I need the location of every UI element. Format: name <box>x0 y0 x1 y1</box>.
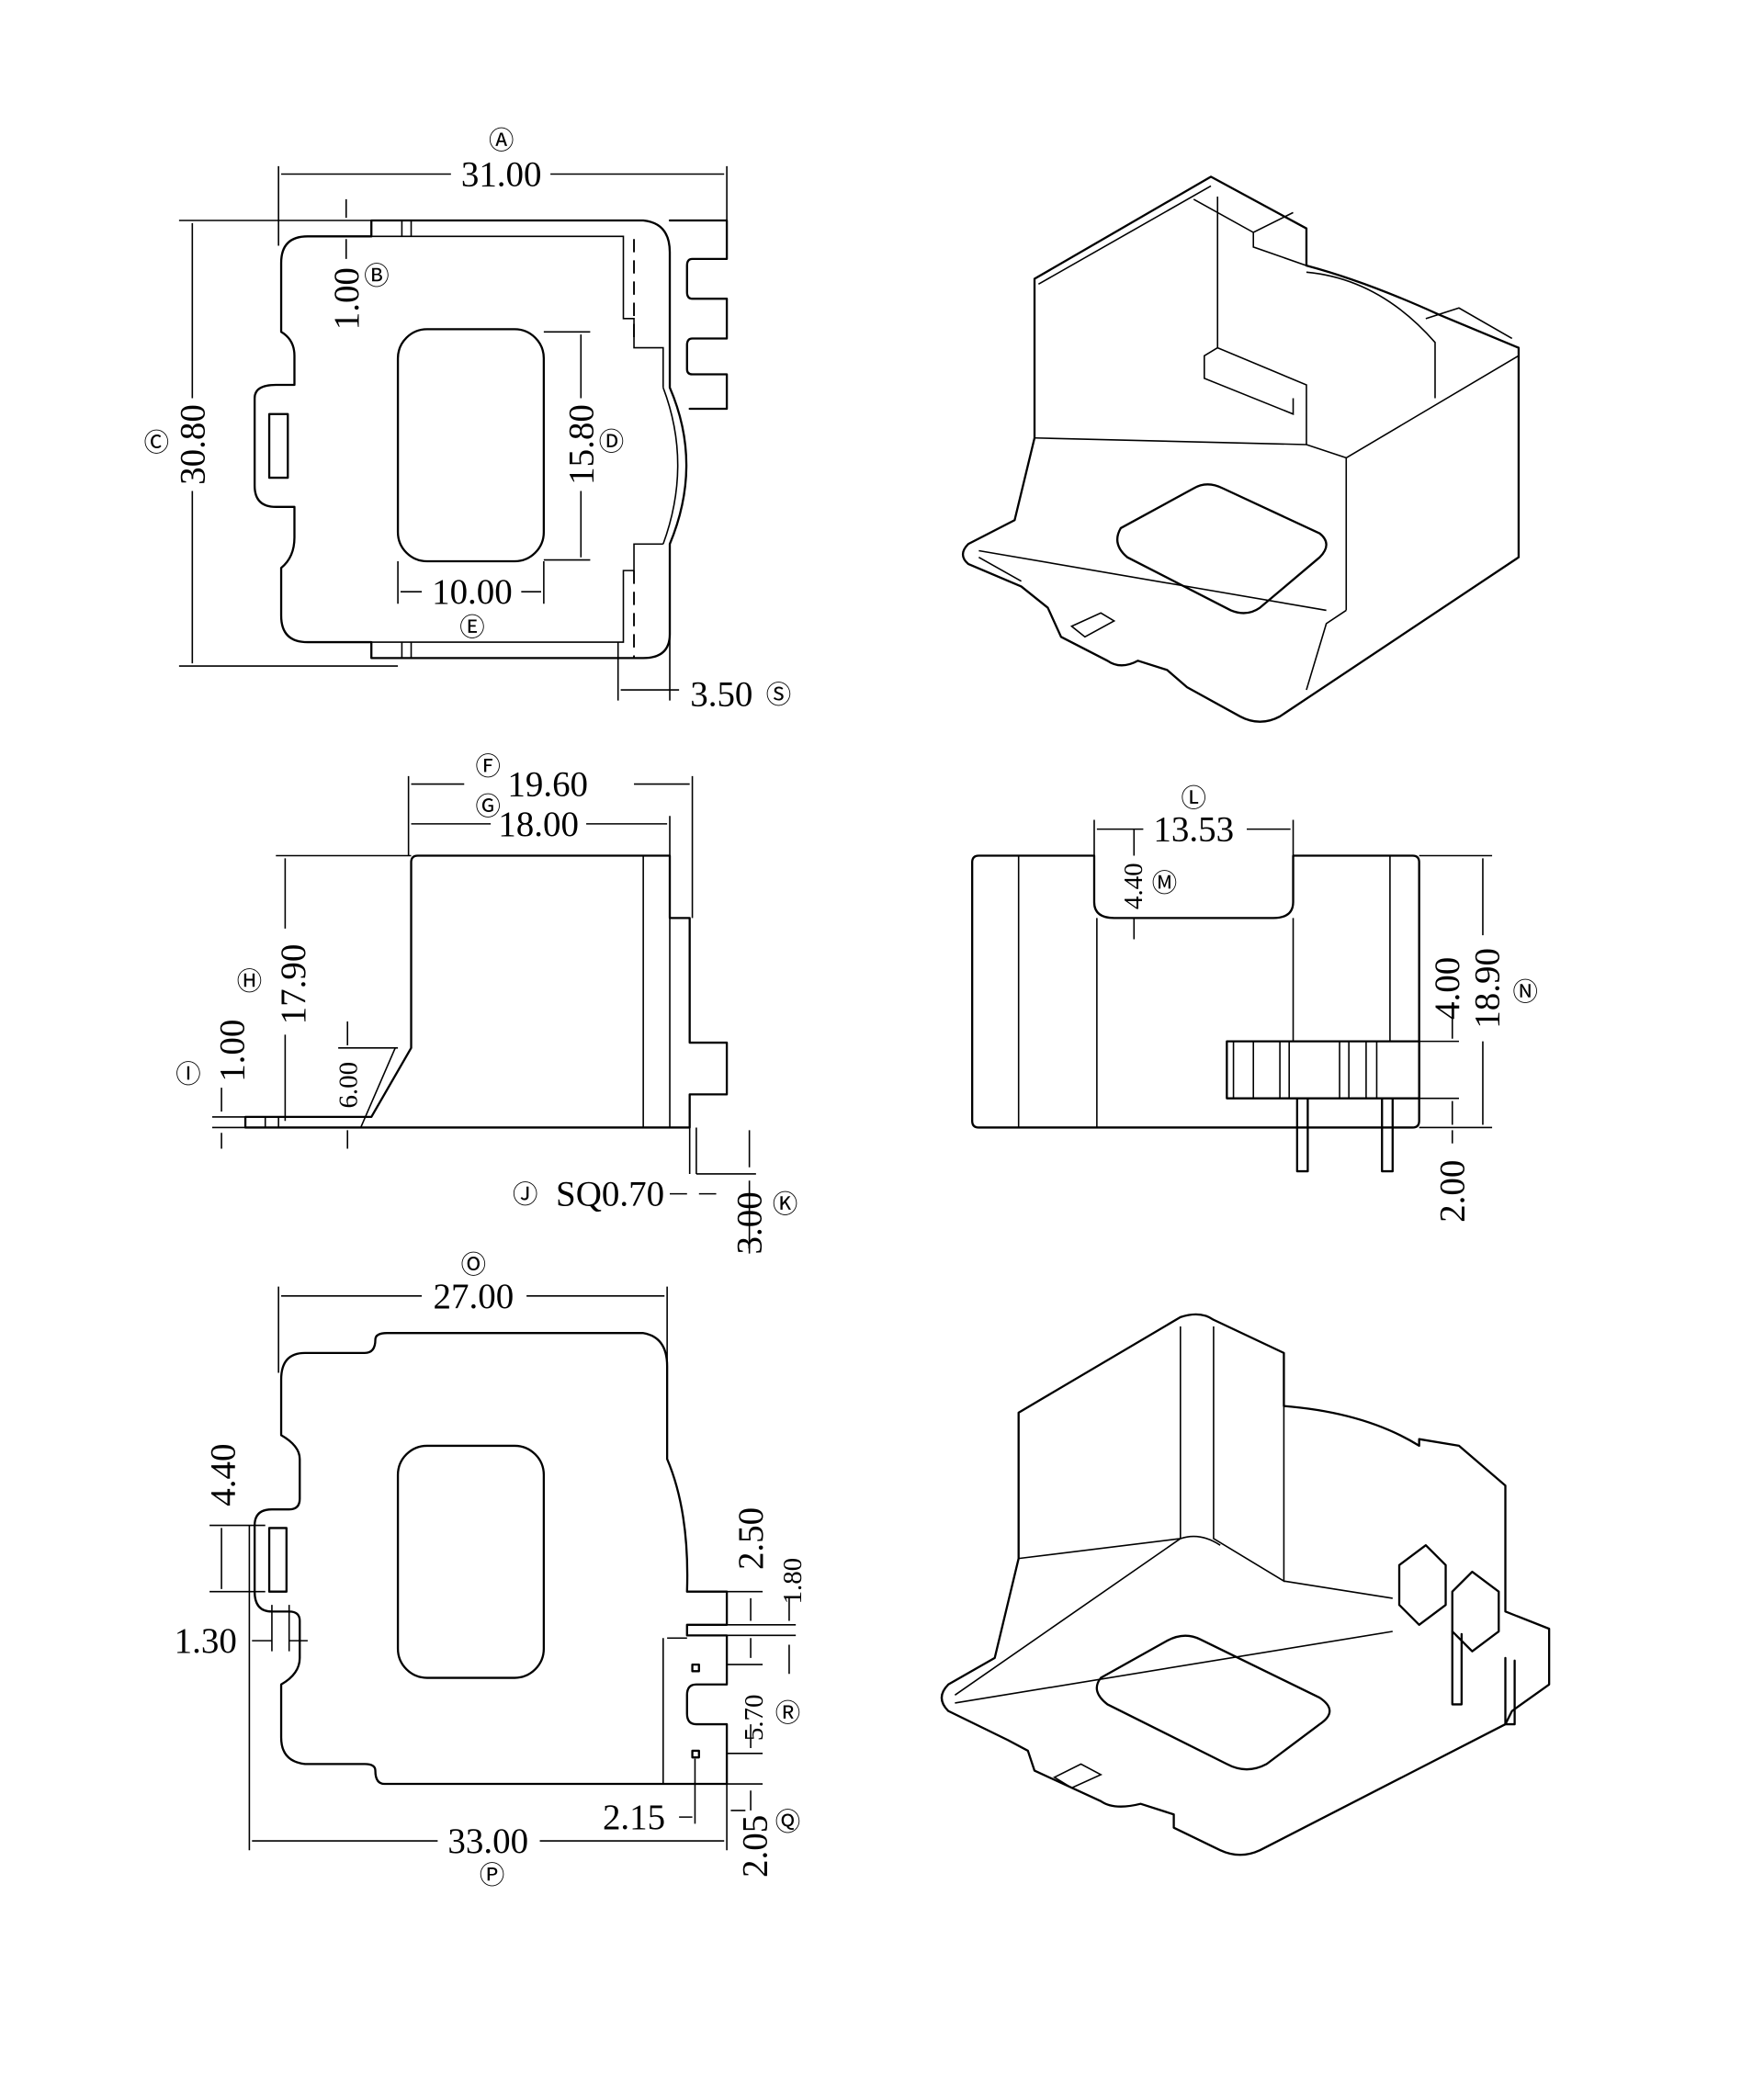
dim-P-value: 33.00 <box>447 1822 528 1861</box>
dim-M-tag: Ⓜ <box>1152 869 1177 897</box>
dim-step-value: 6.00 <box>334 1062 363 1109</box>
dim-O-tag: Ⓞ <box>461 1251 486 1280</box>
dim-S-value: 3.50 <box>690 674 752 714</box>
dim-J-tag: Ⓙ <box>513 1181 537 1210</box>
dim-I-tag: Ⓘ <box>175 1060 200 1089</box>
center-window <box>396 328 546 563</box>
bottom-window <box>396 1444 546 1679</box>
dim-D-value: 15.80 <box>561 404 601 485</box>
iso-bottom-window <box>1095 1634 1331 1771</box>
dim-A-value: 31.00 <box>461 154 542 194</box>
iso-top-outline <box>961 175 1521 723</box>
dim-C-value: 30.80 <box>173 404 212 485</box>
dim-F-tag: Ⓕ <box>476 752 501 781</box>
isometric-bottom-view <box>940 1313 1551 1856</box>
side-view-left: 19.60 Ⓕ 18.00 Ⓖ 17.90 Ⓗ 1.00 Ⓘ 6.00 SQ0.… <box>175 752 797 1254</box>
dim-B-tag: Ⓑ <box>364 262 389 290</box>
bottom-plan-view: 27.00 Ⓞ 4.40 1.30 2.50 1.80 5.70 Ⓡ 2.15 … <box>175 1251 808 1890</box>
dim-H-tag: Ⓗ <box>237 967 262 996</box>
dim-I-value: 1.00 <box>213 1020 253 1082</box>
top-plan-view: 31.00 Ⓐ 30.80 Ⓒ 1.00 Ⓑ 15.80 Ⓓ 10.00 Ⓔ 3… <box>144 127 791 714</box>
pin-square <box>691 1749 700 1759</box>
dim-P-tag: Ⓟ <box>480 1861 504 1890</box>
dim-K-value: 3.00 <box>730 1191 770 1254</box>
side-left-body <box>243 854 729 1129</box>
dim-N-value: 18.90 <box>1467 948 1507 1029</box>
dim-pin-block-value: 4.00 <box>1428 957 1467 1020</box>
dim-tab-width-value: 1.30 <box>175 1621 237 1661</box>
bottom-plate-outline <box>254 1332 729 1786</box>
dim-G-value: 18.00 <box>498 805 579 844</box>
dim-R-value: 5.70 <box>740 1695 769 1742</box>
dim-R-tag: Ⓡ <box>775 1699 800 1728</box>
isometric-top-view <box>961 175 1521 723</box>
dim-K-tag: Ⓚ <box>773 1190 797 1219</box>
dim-E-value: 10.00 <box>432 572 513 612</box>
dim-B-value: 1.00 <box>327 267 367 330</box>
side-view-right: 13.53 Ⓛ 4.40 Ⓜ 18.90 Ⓝ 4.00 2.00 <box>971 784 1538 1223</box>
dim-O-value: 27.00 <box>434 1277 514 1316</box>
dim-G-tag: Ⓖ <box>476 793 501 821</box>
dim-M-value: 4.40 <box>1119 863 1148 909</box>
top-plate-outline <box>254 219 688 660</box>
dim-pin-offset-value: 2.15 <box>603 1798 665 1837</box>
dim-F-value: 19.60 <box>507 765 588 805</box>
dim-N-tag: Ⓝ <box>1512 978 1537 1007</box>
right-comb-tabs <box>668 219 729 411</box>
pin-square <box>691 1663 700 1673</box>
dim-E-tag: Ⓔ <box>459 614 484 642</box>
dim-pin-length-value: 2.00 <box>1433 1160 1473 1223</box>
dim-L-tag: Ⓛ <box>1182 784 1206 813</box>
dim-A-tag: Ⓐ <box>489 127 514 155</box>
slot <box>267 1527 288 1593</box>
dim-C-tag: Ⓒ <box>144 429 169 457</box>
dim-H-value: 17.90 <box>274 944 313 1025</box>
iso-window <box>1115 483 1328 615</box>
side-right-body <box>971 854 1420 1129</box>
dim-pin-a-value: 2.50 <box>731 1507 771 1570</box>
iso-bottom-outline <box>940 1313 1551 1856</box>
dim-L-value: 13.53 <box>1153 810 1234 850</box>
dim-D-tag: Ⓓ <box>599 428 624 457</box>
dim-S-tag: Ⓢ <box>766 681 791 709</box>
dim-Q-value: 2.05 <box>735 1815 775 1878</box>
dim-J-value: SQ0.70 <box>556 1175 664 1214</box>
dim-tab-height-value: 4.40 <box>204 1444 243 1506</box>
dim-Q-tag: Ⓠ <box>775 1809 800 1837</box>
dim-pin-b-value: 1.80 <box>778 1558 808 1605</box>
slot <box>267 412 289 480</box>
pin-block <box>1226 1040 1420 1100</box>
